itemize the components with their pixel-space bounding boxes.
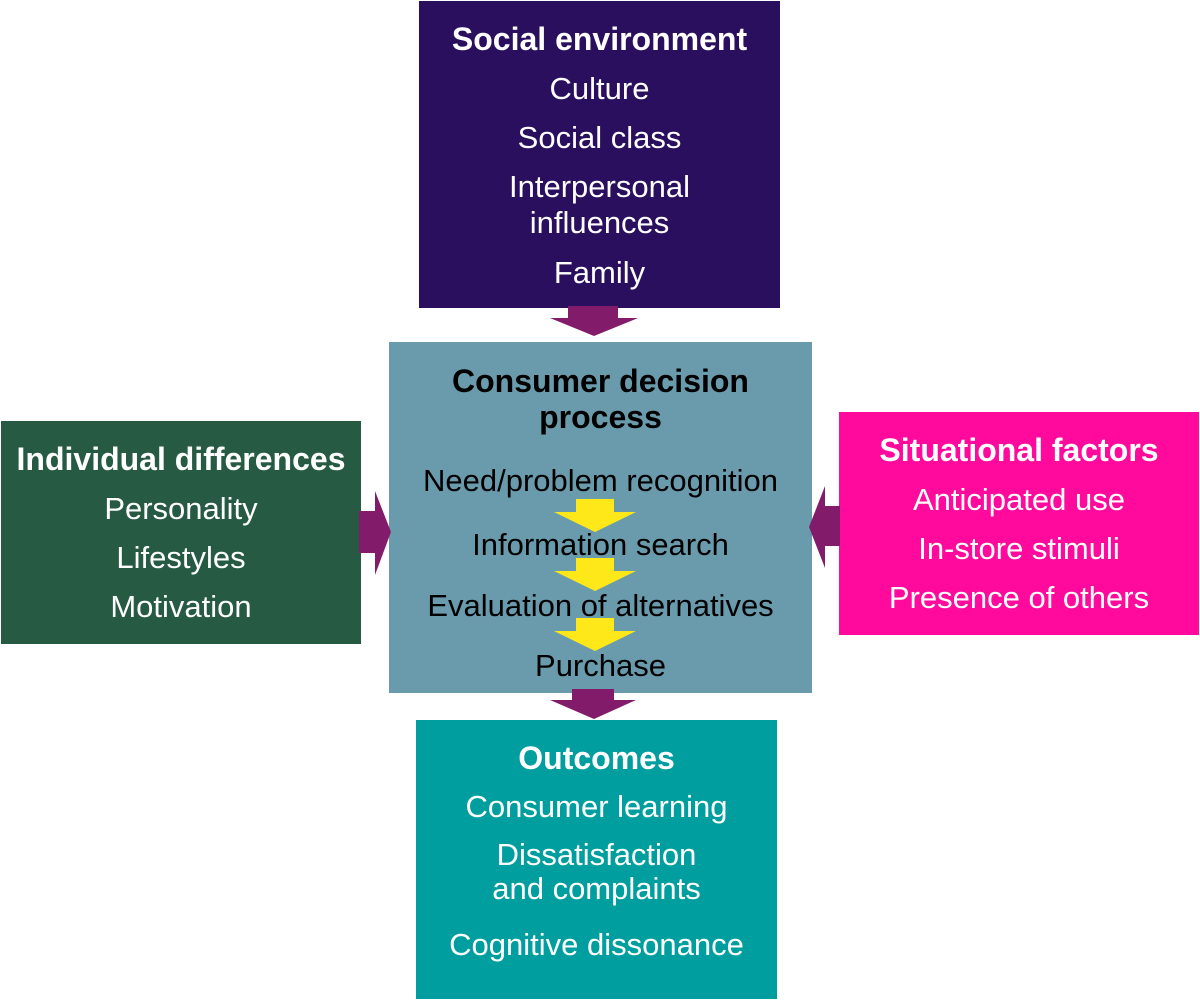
social-environment-item-family: Family <box>553 255 646 290</box>
individual-differences-box: Individual differences Personality Lifes… <box>1 421 361 644</box>
step-purchase: Purchase <box>535 648 666 683</box>
social-environment-item-social-class: Social class <box>517 120 682 155</box>
situational-to-process-arrow <box>809 486 840 568</box>
individual-differences-title: Individual differences <box>16 441 346 477</box>
social-environment-item-interpersonal-influences: Interpersonal influences <box>509 169 690 240</box>
process-to-outcomes-arrow <box>550 689 636 719</box>
step-arrow-3 <box>554 618 636 651</box>
step-evaluation-of-alternatives: Evaluation of alternatives <box>427 588 774 623</box>
step-need-recognition: Need/problem recognition <box>423 463 778 498</box>
situational-factors-item-presence-of-others: Presence of others <box>888 580 1150 615</box>
step-arrow-2 <box>554 558 636 591</box>
social-environment-item-culture: Culture <box>549 71 650 106</box>
individual-to-process-arrow <box>359 491 391 575</box>
situational-factors-item-anticipated-use: Anticipated use <box>913 482 1125 517</box>
outcomes-item-cognitive-dissonance: Cognitive dissonance <box>449 927 744 962</box>
situational-factors-box: Situational factors Anticipated use In-s… <box>839 412 1199 635</box>
outcomes-item-dissatisfaction-and-complaints: Dissatisfaction and complaints <box>492 837 701 906</box>
outcomes-box: Outcomes Consumer learning Dissatisfacti… <box>416 720 777 999</box>
consumer-decision-process-title: Consumer decision process <box>452 363 749 435</box>
social-environment-box: Social environment Culture Social class … <box>419 1 780 308</box>
situational-factors-title: Situational factors <box>879 432 1159 468</box>
situational-factors-item-in-store-stimuli: In-store stimuli <box>918 531 1120 566</box>
social-to-process-arrow <box>550 306 638 336</box>
decision-steps-layer: Need/problem recognition Information sea… <box>389 342 812 693</box>
social-environment-title: Social environment <box>451 21 748 57</box>
step-information-search: Information search <box>472 527 729 562</box>
individual-differences-item-motivation: Motivation <box>110 589 252 624</box>
individual-differences-item-personality: Personality <box>104 491 258 526</box>
individual-differences-item-lifestyles: Lifestyles <box>116 540 246 575</box>
outcomes-item-consumer-learning: Consumer learning <box>465 789 728 824</box>
outcomes-title: Outcomes <box>518 740 675 776</box>
step-arrow-1 <box>554 499 636 532</box>
